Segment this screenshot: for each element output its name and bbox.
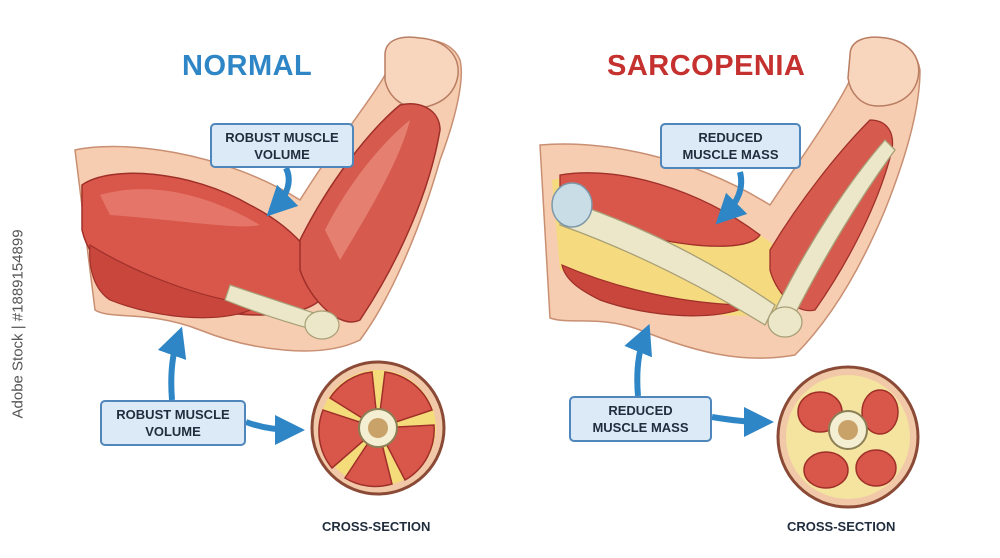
sarcopenia-humerus-bone: [559, 199, 776, 326]
sarcopenia-forearm-bone: [774, 139, 896, 321]
sarcopenia-cross-section-caption: CROSS-SECTION: [787, 519, 896, 534]
normal-upper-arrow: [266, 166, 299, 217]
sarcopenia-upper-arrow: [715, 171, 748, 225]
sarcopenia-cross-section: [776, 365, 920, 509]
sarcopenia-elbow-joint: [767, 306, 803, 338]
sarcopenia-upper-label: REDUCED MUSCLE MASS: [660, 123, 801, 169]
normal-forearm-muscle: [299, 103, 441, 323]
normal-elbow-joint: [304, 310, 340, 340]
sarcopenia-right-arrow: [711, 406, 774, 437]
sarcopenia-title: SARCOPENIA: [607, 50, 806, 82]
normal-biceps-highlight: [100, 189, 260, 227]
sarcopenia-lower-label: REDUCED MUSCLE MASS: [569, 396, 712, 442]
normal-lower-label: ROBUST MUSCLE VOLUME: [100, 400, 246, 446]
sarcopenia-fist: [847, 36, 920, 107]
sarcopenia-shoulder-joint: [551, 182, 593, 228]
normal-cross-section-caption: CROSS-SECTION: [322, 519, 431, 534]
normal-arm: [74, 36, 463, 352]
normal-upper-label: ROBUST MUSCLE VOLUME: [210, 123, 354, 168]
normal-up-arrow: [157, 326, 187, 401]
sarcopenia-arm: [539, 36, 921, 359]
sarcopenia-triceps-muscle: [561, 263, 753, 317]
stock-watermark: Adobe Stock | #1889154899: [9, 229, 27, 419]
normal-fist: [384, 36, 459, 109]
normal-forearm-highlight: [325, 120, 410, 260]
normal-right-arrow: [244, 414, 305, 445]
normal-cross-section: [310, 360, 446, 496]
normal-triceps-muscle: [89, 243, 262, 319]
normal-title: NORMAL: [182, 50, 313, 82]
sarcopenia-up-arrow: [624, 323, 653, 397]
